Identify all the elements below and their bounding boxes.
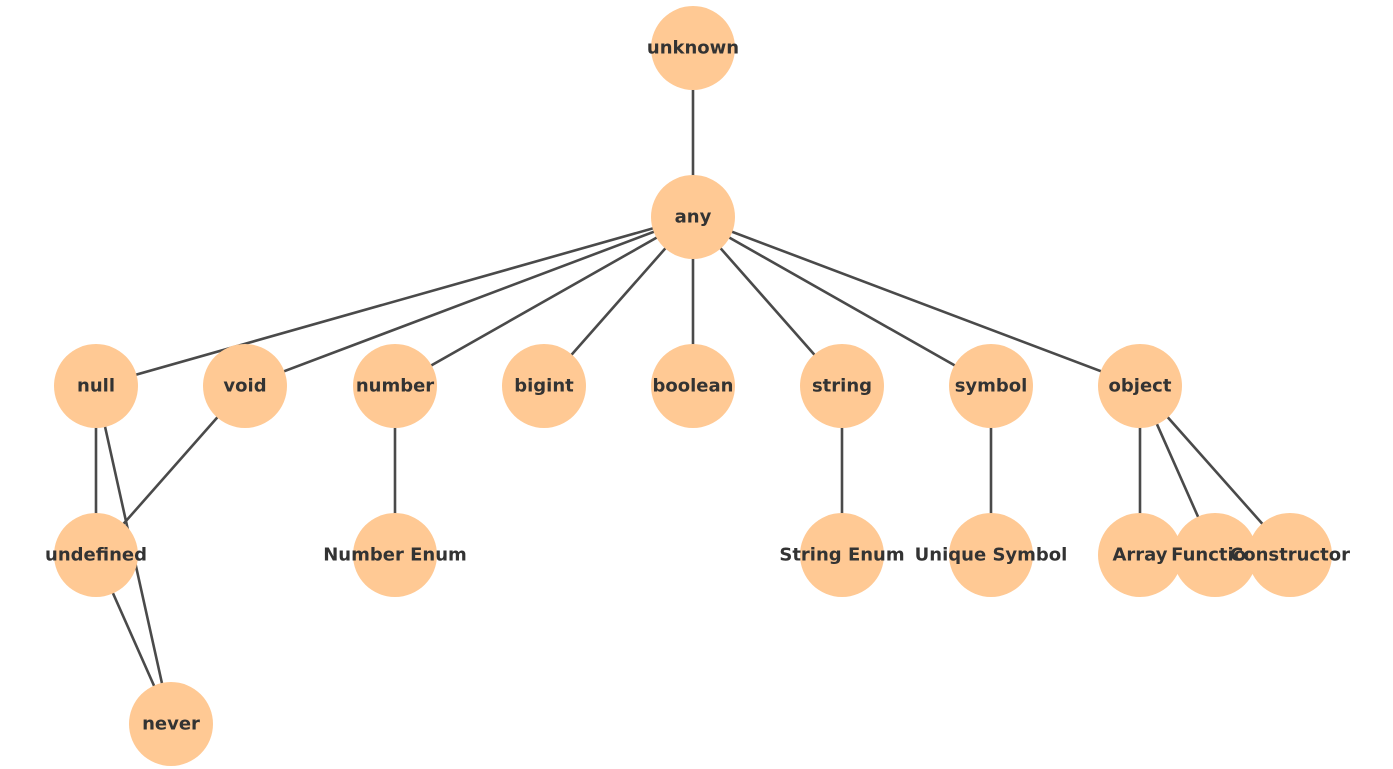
node-symbol: symbol <box>949 344 1033 428</box>
edge-any-null <box>94 215 695 388</box>
node-label-any: any <box>675 207 712 228</box>
node-label-function: Function <box>1171 545 1259 566</box>
edge-any-object <box>691 215 1142 388</box>
edge-any-symbol <box>691 215 993 388</box>
node-object: object <box>1098 344 1182 428</box>
node-void: void <box>203 344 287 428</box>
node-circle-constructor <box>1248 513 1332 597</box>
node-circle-undefined <box>54 513 138 597</box>
node-never: never <box>129 682 213 766</box>
node-null: null <box>54 344 138 428</box>
node-circle-any <box>651 175 735 259</box>
node-label-unknown: unknown <box>647 38 739 59</box>
node-label-unique_symbol: Unique Symbol <box>915 545 1068 566</box>
edge-any-void <box>243 215 695 388</box>
node-undefined: undefined <box>45 513 147 597</box>
node-label-symbol: symbol <box>955 376 1028 397</box>
nodes-layer: unknown any null void number bigint boolean str… <box>45 6 1350 766</box>
node-label-bigint: bigint <box>514 376 574 397</box>
node-number_enum: Number Enum <box>323 513 467 597</box>
node-string_enum: String Enum <box>779 513 905 597</box>
node-circle-symbol <box>949 344 1033 428</box>
node-function: Function <box>1171 513 1259 597</box>
node-label-string: string <box>812 376 872 397</box>
node-circle-boolean <box>651 344 735 428</box>
node-circle-string_enum <box>800 513 884 597</box>
node-label-number_enum: Number Enum <box>323 545 467 566</box>
node-label-boolean: boolean <box>653 376 734 397</box>
node-circle-unique_symbol <box>949 513 1033 597</box>
node-unknown: unknown <box>647 6 739 90</box>
node-string: string <box>800 344 884 428</box>
node-constructor: Constructor <box>1230 513 1350 597</box>
node-circle-string <box>800 344 884 428</box>
node-circle-function <box>1173 513 1257 597</box>
node-circle-bigint <box>502 344 586 428</box>
node-label-constructor: Constructor <box>1230 545 1350 566</box>
node-circle-array <box>1098 513 1182 597</box>
node-circle-number_enum <box>353 513 437 597</box>
node-any: any <box>651 175 735 259</box>
node-unique_symbol: Unique Symbol <box>915 513 1068 597</box>
node-label-string_enum: String Enum <box>779 545 904 566</box>
node-label-null: null <box>77 376 115 397</box>
node-circle-null <box>54 344 138 428</box>
node-label-array: Array <box>1112 545 1167 566</box>
node-circle-void <box>203 344 287 428</box>
node-circle-never <box>129 682 213 766</box>
node-label-undefined: undefined <box>45 545 147 566</box>
node-boolean: boolean <box>651 344 735 428</box>
node-label-object: object <box>1109 376 1172 397</box>
node-circle-number <box>353 344 437 428</box>
node-array: Array <box>1098 513 1182 597</box>
node-label-never: never <box>142 714 200 735</box>
node-circle-object <box>1098 344 1182 428</box>
node-bigint: bigint <box>502 344 586 428</box>
node-label-number: number <box>356 376 434 397</box>
node-number: number <box>353 344 437 428</box>
edge-any-number <box>393 215 695 388</box>
node-label-void: void <box>223 376 266 397</box>
node-circle-unknown <box>651 6 735 90</box>
